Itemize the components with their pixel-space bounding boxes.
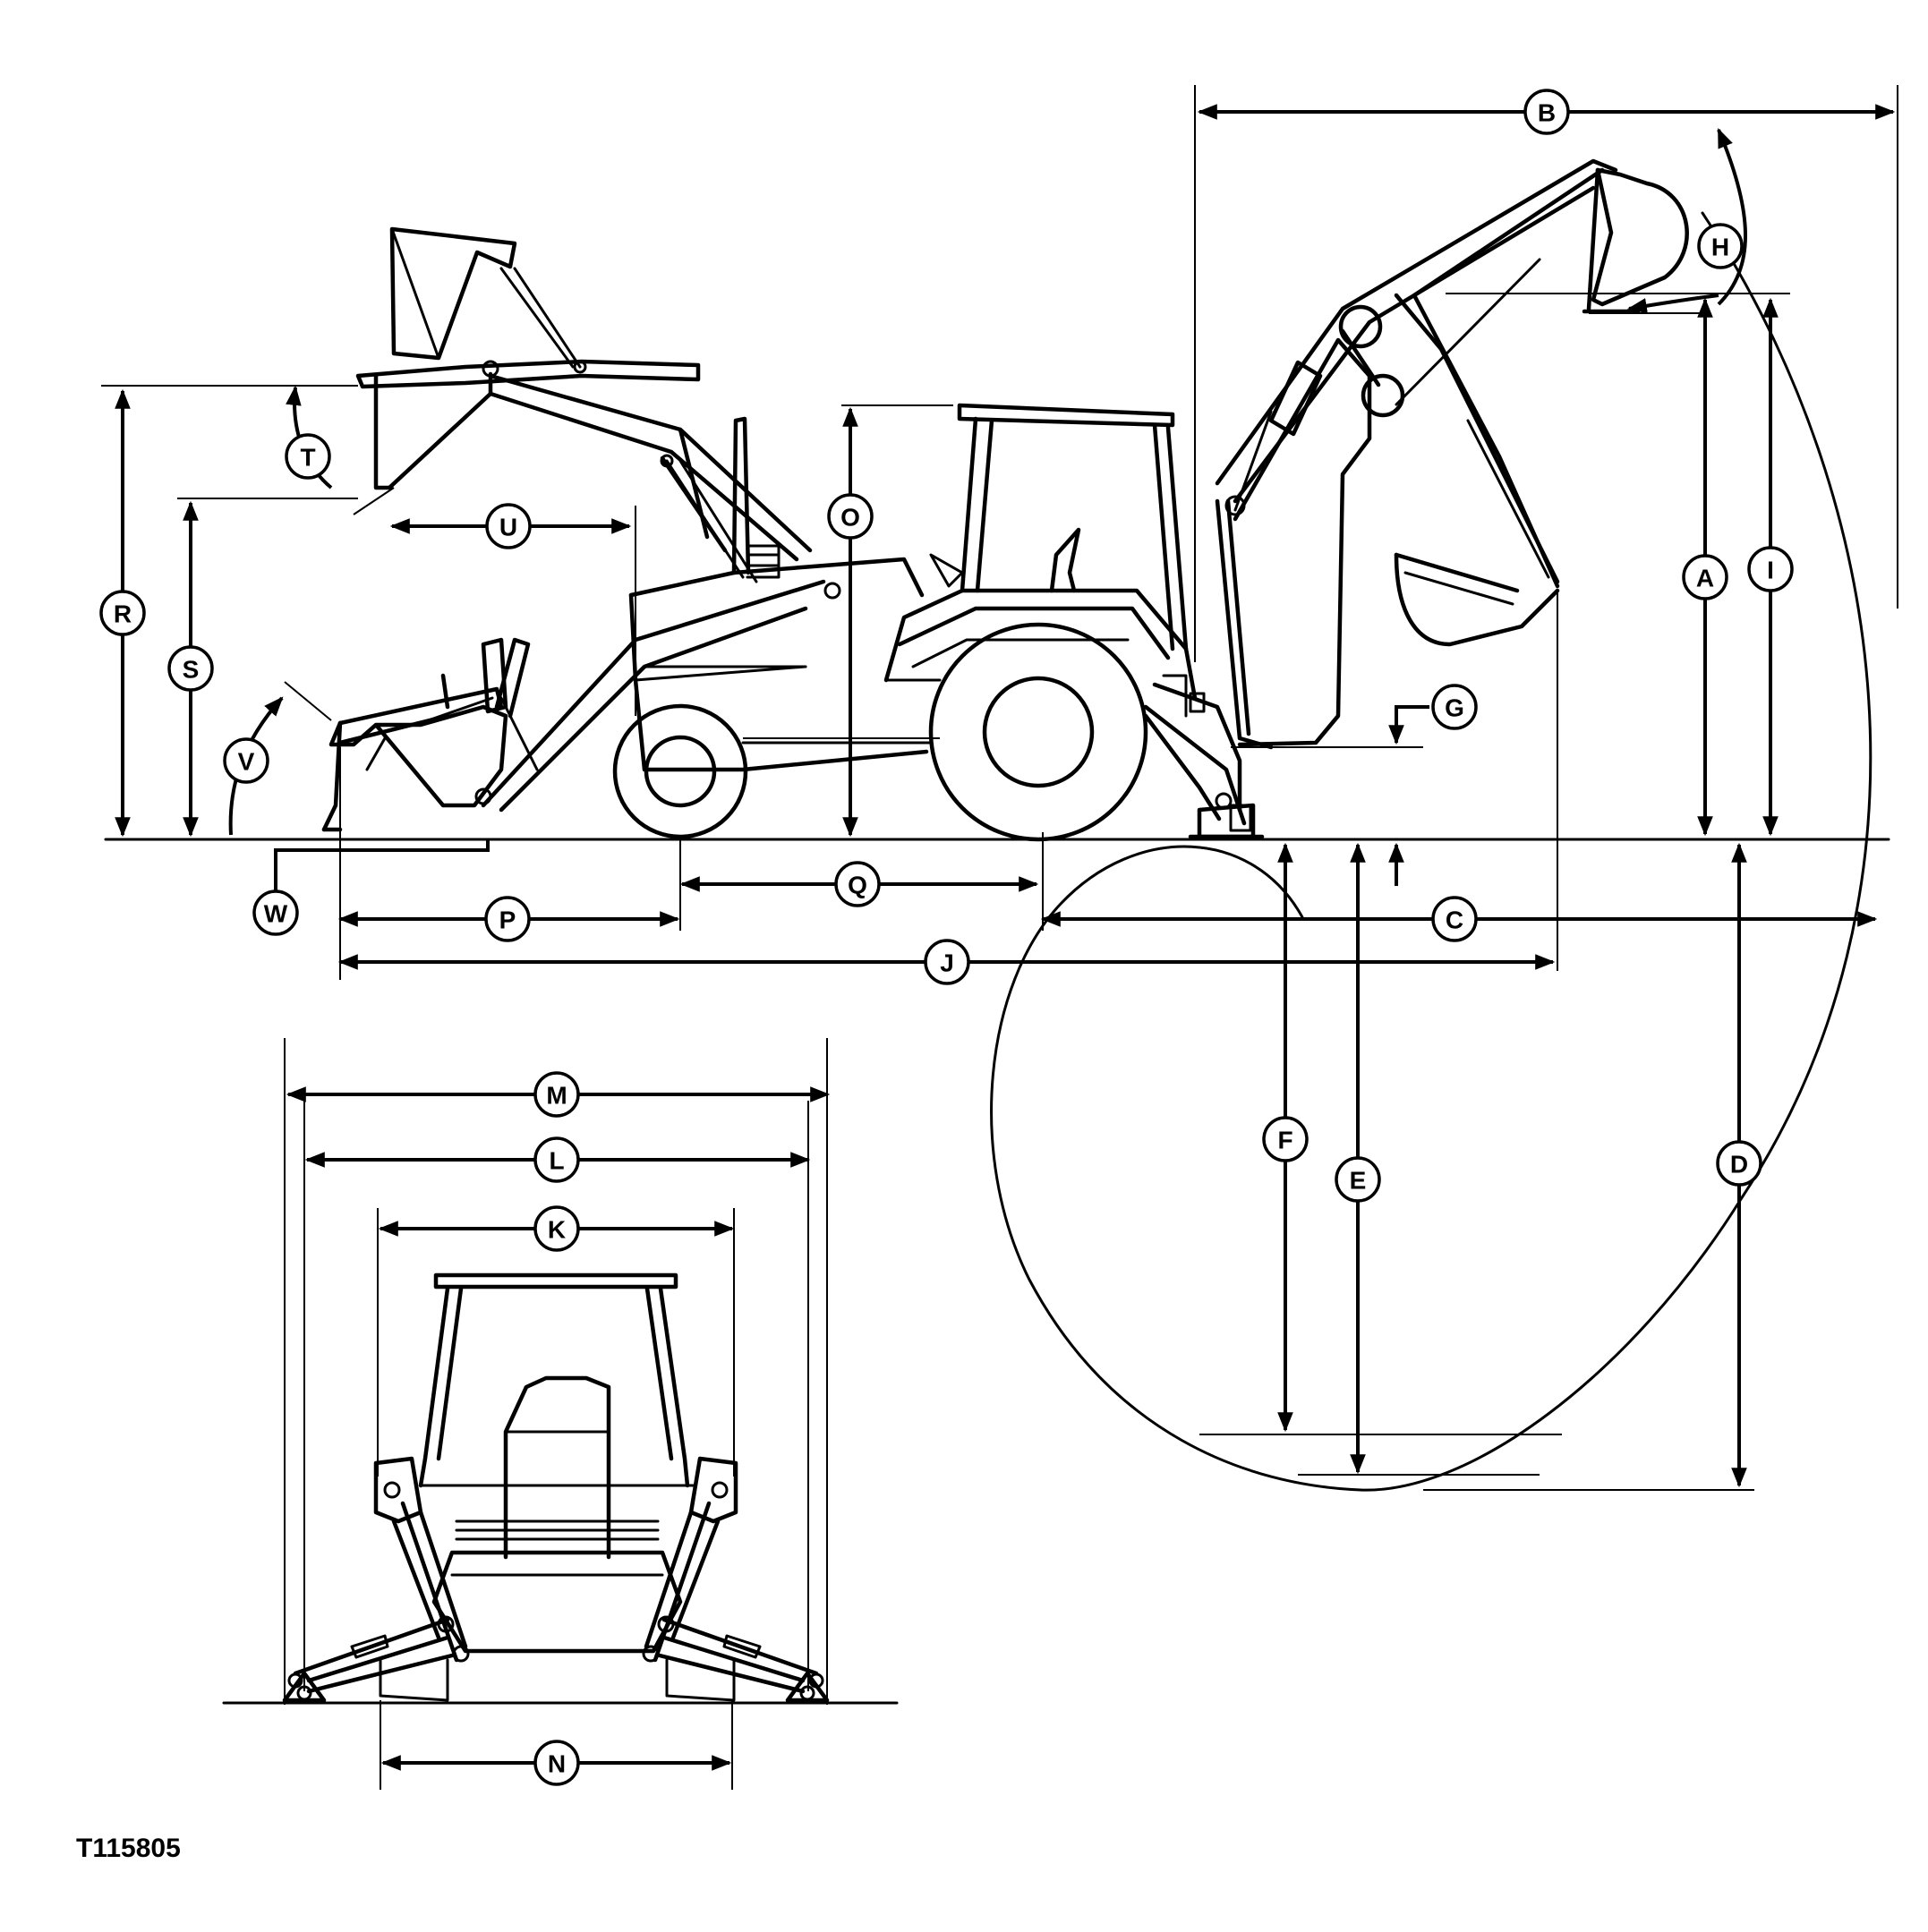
svg-text:C: C (1446, 906, 1463, 934)
label-badge-v: V (223, 737, 269, 784)
label-badge-c: C (1431, 896, 1478, 942)
label-badge-e: E (1335, 1156, 1381, 1203)
svg-text:R: R (114, 600, 132, 628)
label-badge-h: H (1697, 223, 1744, 269)
label-badge-r: R (99, 590, 146, 636)
label-badge-a: A (1682, 554, 1728, 600)
svg-text:S: S (183, 656, 200, 684)
loader-lowered-bucket (321, 637, 539, 832)
backhoe-boom (1215, 158, 1618, 747)
label-badge-f: F (1262, 1116, 1309, 1162)
label-badge-i: I (1747, 546, 1794, 592)
label-badge-t: T (285, 433, 331, 480)
svg-text:N: N (548, 1750, 566, 1778)
label-badge-o: O (827, 493, 874, 540)
rear-wheel (928, 622, 1148, 842)
label-badge-l: L (533, 1136, 580, 1183)
label-badge-g: G (1431, 684, 1478, 730)
svg-text:L: L (549, 1147, 564, 1175)
backhoe-bucket-curled (1394, 552, 1560, 647)
svg-text:M: M (546, 1082, 567, 1110)
figure-id: T115805 (76, 1834, 181, 1863)
svg-text:H: H (1711, 234, 1729, 261)
loader-lift-arm-lowered (474, 579, 841, 813)
loader-raised-bucket (355, 226, 701, 490)
svg-text:B: B (1538, 99, 1556, 127)
stabilizer-side (1143, 713, 1265, 839)
dig-envelope (990, 211, 1873, 1492)
label-badge-n: N (533, 1740, 580, 1786)
label-badge-m: M (533, 1071, 580, 1118)
svg-text:D: D (1730, 1151, 1748, 1179)
label-badge-w: W (252, 889, 299, 936)
svg-text:T: T (300, 444, 315, 472)
svg-text:F: F (1277, 1127, 1292, 1154)
loader-lift-arm-raised (488, 373, 813, 583)
label-badge-u: U (485, 503, 532, 549)
label-badge-d: D (1716, 1140, 1762, 1187)
svg-text:A: A (1696, 565, 1714, 592)
tractor-body (628, 403, 1247, 826)
svg-text:Q: Q (848, 872, 867, 899)
svg-text:U: U (499, 514, 517, 541)
label-badge-j: J (924, 939, 970, 985)
label-badge-q: Q (834, 861, 881, 907)
rear-view-machine (379, 1272, 736, 1702)
svg-text:K: K (548, 1216, 566, 1244)
svg-text:O: O (840, 504, 860, 532)
backhoe-bucket-extended (1582, 167, 1689, 314)
svg-text:J: J (940, 949, 954, 977)
rear-view-stabilizer-right (642, 1456, 830, 1703)
svg-text:V: V (238, 748, 255, 776)
extension-lines (101, 85, 1898, 1790)
svg-text:G: G (1445, 694, 1464, 722)
label-badge-s: S (167, 645, 214, 692)
label-badge-b: B (1523, 89, 1570, 135)
svg-text:P: P (499, 906, 516, 934)
label-badge-k: K (533, 1205, 580, 1252)
svg-text:E: E (1350, 1167, 1367, 1195)
backhoe-dipper-stick (1394, 167, 1605, 589)
svg-text:I: I (1767, 557, 1774, 584)
rear-view-stabilizer-left (282, 1456, 470, 1703)
label-badge-p: P (484, 896, 531, 942)
svg-text:W: W (264, 900, 288, 928)
